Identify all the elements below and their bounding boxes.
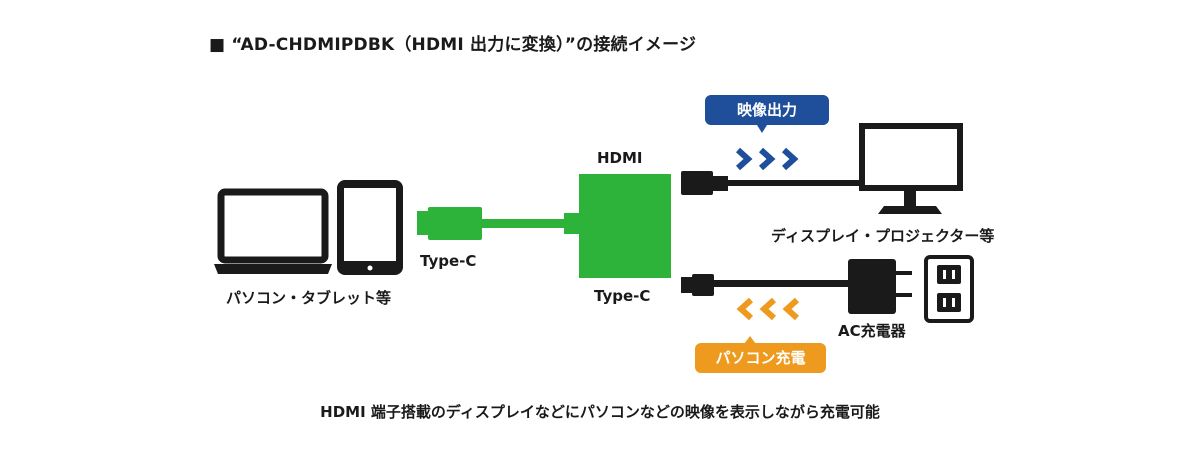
pc-charge-badge: パソコン充電	[695, 343, 826, 373]
diagram-title: ■ “AD-CHDMIPDBK（HDMI 出力に変換）”の接続イメージ	[209, 35, 697, 55]
chevron-right-icon	[781, 147, 799, 171]
hdmi-label: HDMI	[597, 149, 643, 167]
charger-label: AC充電器	[838, 322, 906, 340]
power-cable	[681, 274, 852, 296]
charge-pointer	[744, 336, 756, 344]
chevron-right-icon	[758, 147, 776, 171]
typec-left-label: Type-C	[420, 252, 477, 270]
ac-charger-icon	[848, 259, 912, 314]
wall-outlet-icon	[924, 255, 974, 323]
typec-cable-left	[417, 207, 582, 240]
hdmi-cable	[681, 171, 916, 195]
video-flow-arrows	[735, 147, 799, 171]
laptop-icon	[214, 188, 332, 274]
tablet-icon	[337, 180, 403, 275]
typec-bottom-label: Type-C	[594, 287, 651, 305]
chevron-left-icon	[759, 297, 777, 321]
pc-tablet-label: パソコン・タブレット等	[226, 289, 392, 307]
video-out-pointer	[757, 125, 767, 133]
display-label: ディスプレイ・プロジェクター等	[771, 227, 995, 245]
charge-flow-arrows	[736, 297, 800, 321]
chevron-left-icon	[736, 297, 754, 321]
adapter-body	[579, 174, 671, 278]
video-out-badge: 映像出力	[705, 95, 829, 125]
chevron-left-icon	[782, 297, 800, 321]
caption: HDMI 端子搭載のディスプレイなどにパソコンなどの映像を表示しながら充電可能	[320, 403, 880, 421]
monitor-icon	[859, 123, 963, 214]
chevron-right-icon	[735, 147, 753, 171]
